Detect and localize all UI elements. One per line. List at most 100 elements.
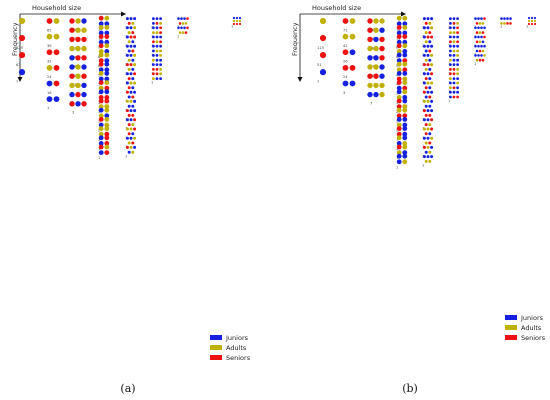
member-dot-adult	[98, 85, 104, 91]
member-dot-senior	[396, 104, 402, 109]
member-dot-junior	[396, 85, 402, 91]
member-dot-junior	[396, 89, 402, 95]
member-dot-junior	[449, 26, 452, 30]
member-dot-adult	[456, 22, 459, 25]
member-dot-junior	[422, 44, 426, 48]
panel-b: Household sizeFrequency11551771422624336…	[291, 4, 546, 395]
member-dot-junior	[127, 49, 131, 53]
frequency-label: 1	[151, 81, 153, 85]
household-glyph: 5	[98, 71, 110, 87]
member-dot-senior	[98, 80, 104, 85]
member-dot-senior	[159, 40, 163, 44]
member-dot-adult	[104, 43, 110, 49]
member-dot-adult	[349, 18, 356, 24]
member-dot-junior	[456, 77, 459, 80]
member-dot-junior	[402, 153, 408, 159]
member-dot-senior	[53, 49, 60, 56]
frequency-label: 71	[343, 28, 348, 32]
frequency-label: 63	[16, 63, 21, 67]
member-dot-senior	[98, 61, 104, 67]
member-dot-senior	[98, 58, 104, 63]
household-glyph: 1	[177, 26, 189, 38]
frequency-label: 1	[177, 34, 179, 38]
member-dot-senior	[367, 73, 373, 79]
member-dot-junior	[430, 109, 434, 113]
member-dot-senior	[81, 73, 87, 79]
member-dot-junior	[402, 52, 408, 58]
frequency-label: 7	[16, 80, 18, 84]
household-glyph: 1	[98, 126, 110, 142]
column-size-8: 1	[500, 17, 512, 29]
household-glyph: 3	[69, 101, 87, 115]
member-dot-junior	[98, 107, 104, 113]
member-dot-junior	[125, 118, 129, 122]
household-glyph: 7	[367, 91, 385, 106]
column-size-9: 1	[231, 16, 242, 29]
member-dot-adult	[478, 22, 482, 25]
member-dot-junior	[159, 58, 163, 62]
member-dot-junior	[527, 16, 531, 20]
member-dot-junior	[104, 58, 110, 63]
member-dot-junior	[152, 63, 155, 66]
household-glyph: 3	[342, 80, 356, 95]
member-dot-junior	[104, 89, 110, 95]
member-dot-junior	[452, 17, 456, 20]
frequency-label: 39	[47, 44, 52, 48]
member-dot-junior	[428, 40, 432, 44]
frequency-label: 1	[422, 164, 424, 168]
member-dot-junior	[131, 67, 135, 71]
member-dot-junior	[104, 61, 110, 67]
member-dot-junior	[480, 44, 483, 48]
member-dot-junior	[452, 81, 456, 85]
member-dot-junior	[104, 49, 110, 54]
member-dot-junior	[449, 44, 452, 48]
member-dot-senior	[449, 68, 452, 71]
member-dot-junior	[125, 53, 129, 57]
frequency-label: 32	[47, 60, 52, 64]
member-dot-junior	[125, 44, 129, 48]
member-dot-junior	[133, 109, 137, 113]
member-dot-junior	[155, 58, 159, 62]
member-dot-adult	[426, 99, 430, 103]
member-dot-junior	[402, 122, 408, 128]
household-glyph: 3	[396, 80, 408, 96]
member-dot-senior	[428, 49, 432, 53]
member-dot-senior	[104, 131, 110, 137]
member-dot-junior	[426, 26, 430, 30]
member-dot-adult	[452, 40, 456, 44]
member-dot-junior	[81, 82, 87, 89]
member-dot-adult	[159, 54, 163, 57]
member-dot-adult	[424, 159, 428, 163]
member-dot-junior	[530, 16, 534, 20]
member-dot-adult	[98, 131, 104, 137]
household-glyph: 63	[16, 52, 26, 67]
member-dot-junior	[430, 155, 434, 159]
member-dot-junior	[456, 86, 459, 90]
household-glyph: 26	[342, 49, 356, 64]
legend-label-senior: Seniors	[521, 334, 546, 342]
member-dot-senior	[402, 113, 408, 119]
member-dot-junior	[46, 80, 53, 87]
member-dot-adult	[367, 45, 373, 52]
member-dot-junior	[481, 40, 485, 44]
member-dot-junior	[373, 91, 379, 98]
member-dot-adult	[104, 144, 110, 150]
member-dot-senior	[396, 76, 402, 82]
member-dot-senior	[104, 85, 110, 91]
member-dot-junior	[152, 44, 155, 48]
member-dot-senior	[428, 95, 432, 99]
member-dot-adult	[367, 64, 373, 70]
member-dot-junior	[449, 17, 452, 20]
frequency-label: 3	[98, 101, 100, 105]
member-dot-junior	[533, 16, 537, 20]
member-dot-adult	[75, 73, 81, 79]
member-dot-junior	[104, 113, 110, 119]
frequency-label: 2	[98, 129, 100, 133]
member-dot-adult	[430, 53, 434, 57]
member-dot-senior	[475, 22, 479, 25]
member-dot-adult	[104, 52, 110, 58]
member-dot-senior	[319, 34, 327, 42]
member-dot-adult	[129, 99, 133, 103]
